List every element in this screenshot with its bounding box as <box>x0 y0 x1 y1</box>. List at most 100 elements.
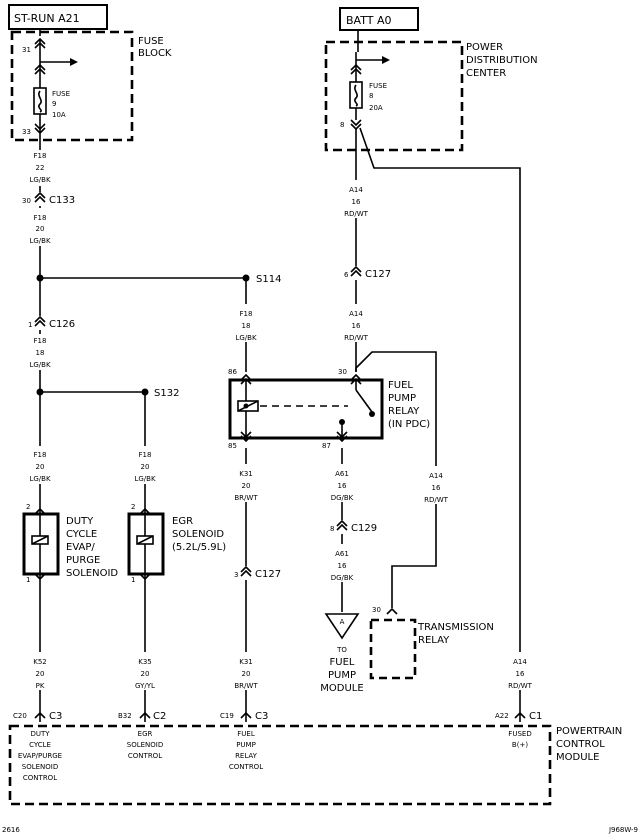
wire-k31-bottom-gauge: 20 <box>242 670 251 678</box>
pcm-title-1: POWERTRAIN <box>556 726 622 737</box>
fuse-8-number: 8 <box>369 92 373 100</box>
batt-label: BATT A0 <box>346 14 391 27</box>
relay-pin-86: 86 <box>228 368 237 376</box>
c127-top-pin: 6 <box>344 271 349 279</box>
splice-s132 <box>141 388 149 396</box>
pcm-pin-4-line-1: FUSED <box>508 730 531 738</box>
wire-a14-mid-circuit: A14 <box>349 310 363 318</box>
wire-f18-20-duty-color: LG/BK <box>29 475 50 483</box>
pcm-title-2: CONTROL <box>556 739 605 750</box>
wire-a14-right-circuit: A14 <box>429 472 443 480</box>
splice-left-top <box>36 274 44 282</box>
wire-a14-top-gauge: 16 <box>352 198 361 206</box>
fuse-9-label: FUSE <box>52 90 70 98</box>
egr-solenoid-box <box>127 512 165 576</box>
egr-label-2: SOLENOID <box>172 529 224 540</box>
wire-k35-gauge: 20 <box>141 670 150 678</box>
wire-k35-circuit: K35 <box>138 658 152 666</box>
fuel-pump-module-label-1: TO <box>336 646 347 654</box>
c129-name: C129 <box>351 523 377 534</box>
fuel-pump-module-label-3: PUMP <box>328 670 356 681</box>
wire-f18-20-duty-gauge: 20 <box>36 463 45 471</box>
wire-f18-18-left-color: LG/BK <box>29 361 50 369</box>
fuse-8-label: FUSE <box>369 82 387 90</box>
fuse-block-title-1: FUSE <box>138 36 164 47</box>
pcm-pin-4-line-2: B(+) <box>512 741 528 749</box>
wire-a61-top-circuit: A61 <box>335 470 349 478</box>
c133-name: C133 <box>49 195 75 206</box>
pcm-pin-3-line-3: RELAY <box>235 752 258 760</box>
wire-a61-bottom-gauge: 16 <box>338 562 347 570</box>
fuse-block-pin-out: 33 <box>22 128 31 136</box>
fuse-block-title-2: BLOCK <box>138 48 172 59</box>
pcm-pin-1-line-2: CYCLE <box>29 741 51 749</box>
relay-label-4: (IN PDC) <box>388 419 430 430</box>
pcm-pin-2-connector: C2 <box>153 711 166 722</box>
footer-left: 2616 <box>2 826 20 834</box>
wire-k31-top-gauge: 20 <box>242 482 251 490</box>
fuse-8-rating: 20A <box>369 104 383 112</box>
duty-pin-bottom: 1 <box>26 576 30 584</box>
duty-label-3: EVAP/ <box>66 542 95 553</box>
pcm-pin-1-cavity: C20 <box>13 712 27 720</box>
footer-right: J968W-9 <box>608 826 638 834</box>
wire-k31-top-color: BR/WT <box>234 494 258 502</box>
wire-k31-bottom-color: BR/WT <box>234 682 258 690</box>
wire-f18-18-mid-gauge: 18 <box>242 322 251 330</box>
c127-bottom-name: C127 <box>255 569 281 580</box>
wire-k35-color: GY/YL <box>135 682 155 690</box>
pcm-pin-2-cavity: B32 <box>118 712 132 720</box>
pcm-pin-3-connector: C3 <box>255 711 268 722</box>
fuel-pump-module-label-2: FUEL <box>330 657 355 668</box>
relay-pin-30: 30 <box>338 368 347 376</box>
relay-pin-85: 85 <box>228 442 237 450</box>
wire-f18-22-circuit: F18 <box>34 152 47 160</box>
pcm-pin-2-line-1: EGR <box>138 730 153 738</box>
pcm-pin-3-line-1: FUEL <box>237 730 255 738</box>
fuel-pump-module-label-4: MODULE <box>320 683 363 694</box>
st-run-box <box>8 4 108 30</box>
trans-relay-label-2: RELAY <box>418 635 450 646</box>
wire-f18-20-egr-color: LG/BK <box>134 475 155 483</box>
pcm-pin-1-line-3: EVAP/PURGE <box>18 752 62 760</box>
wire-k31-bottom-circuit: K31 <box>239 658 253 666</box>
fuel-pump-module-ref <box>324 613 360 640</box>
pcm-pin-2-line-3: CONTROL <box>128 752 162 760</box>
st-run-label: ST-RUN A21 <box>14 12 80 25</box>
c127-bottom-pin: 3 <box>234 571 238 579</box>
wire-a61-bottom-color: DG/BK <box>331 574 354 582</box>
wire-a14-bottom-circuit: A14 <box>513 658 527 666</box>
relay-label-2: PUMP <box>388 393 416 404</box>
trans-relay-label-1: TRANSMISSION <box>417 622 494 633</box>
fuse-9-rating: 10A <box>52 111 66 119</box>
wire-a14-right-gauge: 16 <box>432 484 441 492</box>
pcm-pin-4-connector: C1 <box>529 711 542 722</box>
wire-f18-20-egr-circuit: F18 <box>139 451 152 459</box>
c126-name: C126 <box>49 319 75 330</box>
egr-pin-bottom: 1 <box>131 576 135 584</box>
fuse-9-number: 9 <box>52 100 56 108</box>
wire-a61-bottom-circuit: A61 <box>335 550 349 558</box>
c129-pin: 8 <box>330 525 334 533</box>
c126-pin: 1 <box>28 321 32 329</box>
relay-pin-87: 87 <box>322 442 331 450</box>
duty-label-4: PURGE <box>66 555 100 566</box>
s132-label: S132 <box>154 388 179 399</box>
pdc-title-3: CENTER <box>466 68 506 79</box>
wire-f18-20-egr-gauge: 20 <box>141 463 150 471</box>
wire-a14-bottom-gauge: 16 <box>516 670 525 678</box>
pdc-box <box>324 40 464 152</box>
wire-f18-18-mid-circuit: F18 <box>240 310 253 318</box>
trans-relay-pin: 30 <box>372 606 381 614</box>
pcm-pin-4-cavity: A22 <box>495 712 509 720</box>
wire-k31-top-circuit: K31 <box>239 470 253 478</box>
pcm-box <box>8 724 552 806</box>
egr-label-3: (5.2L/5.9L) <box>172 542 226 553</box>
c127-top-name: C127 <box>365 269 391 280</box>
pcm-pin-3-cavity: C19 <box>220 712 234 720</box>
duty-cycle-solenoid-box <box>22 512 60 576</box>
wire-f18-22-gauge: 22 <box>36 164 45 172</box>
wire-f18-20-top-color: LG/BK <box>29 237 50 245</box>
batt-box <box>339 7 419 31</box>
